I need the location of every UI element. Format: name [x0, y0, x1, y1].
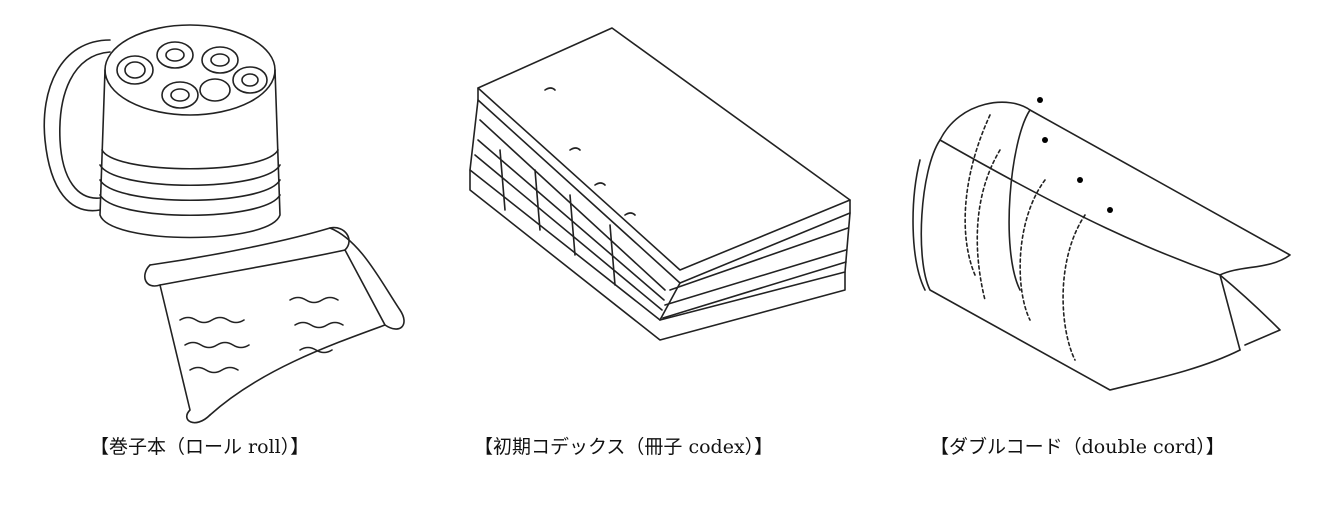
caption-scroll: 【巻子本（ロール roll）】 — [90, 436, 310, 458]
scroll-case-drawing — [43, 24, 281, 239]
double-cord-drawing — [912, 97, 1291, 391]
caption-early-codex: 【初期コデックス（冊子 codex）】 — [474, 436, 774, 458]
early-codex-drawing — [469, 27, 851, 341]
open-scroll-drawing — [144, 226, 405, 424]
caption-double-cord: 【ダブルコード（double cord）】 — [930, 436, 1225, 458]
